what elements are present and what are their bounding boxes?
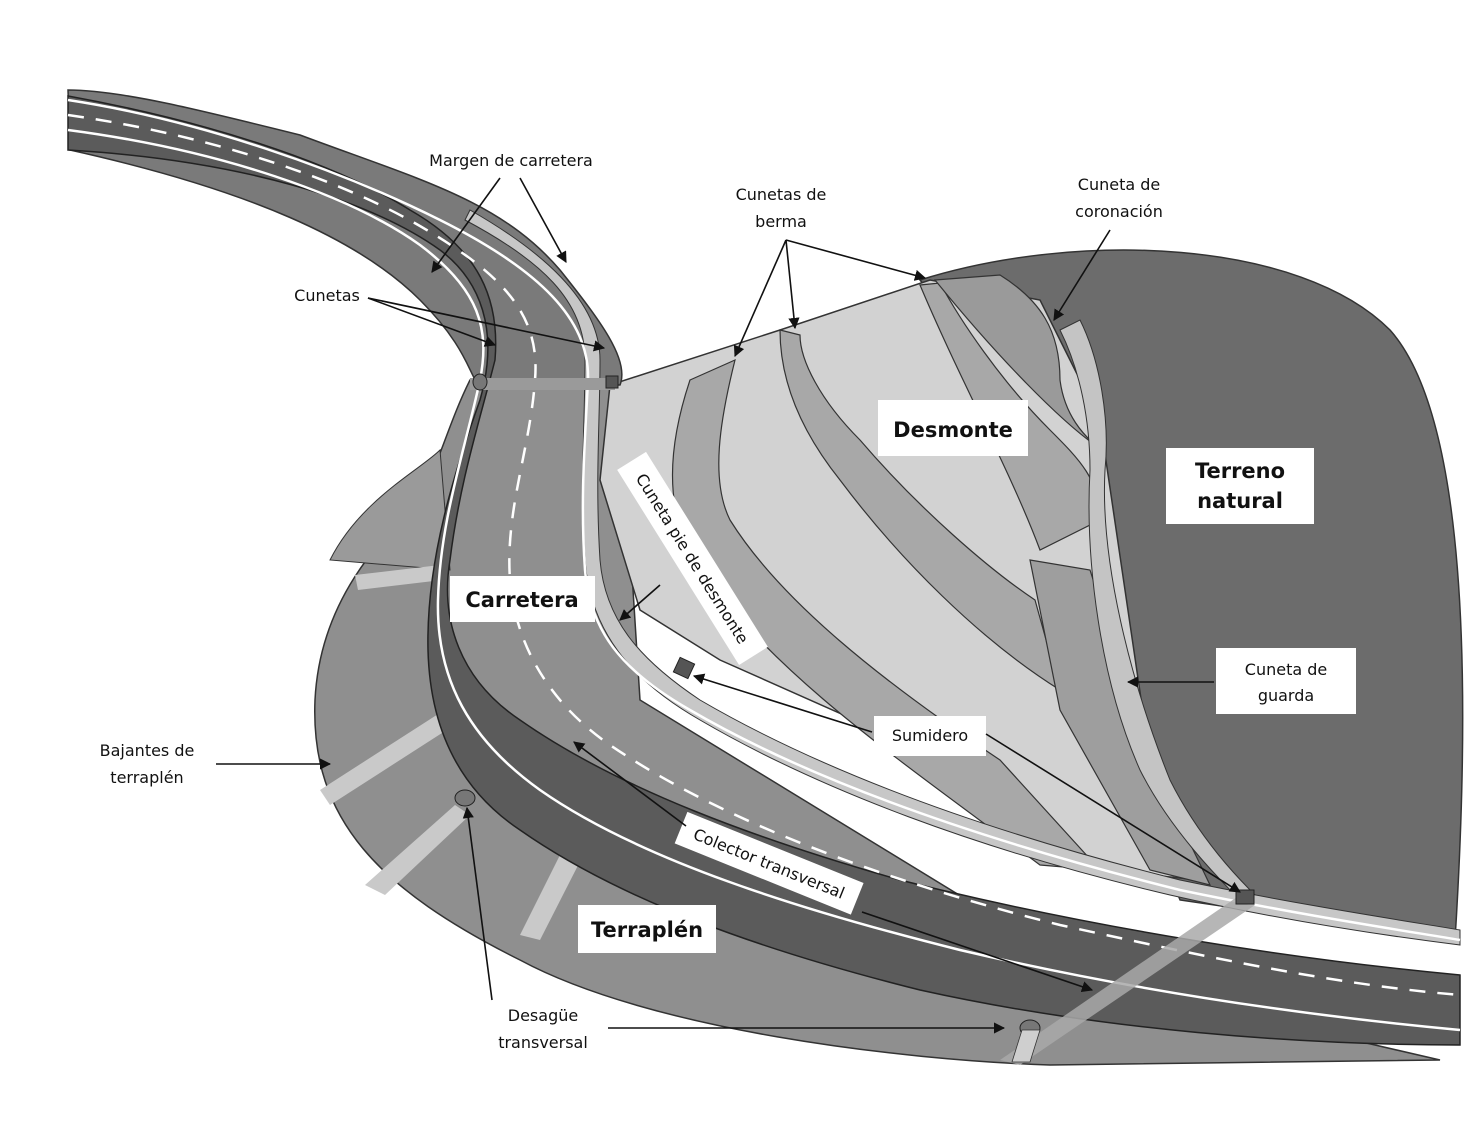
desague-pipe-3 — [1011, 1029, 1041, 1063]
cuneta-pie-arrow — [619, 584, 661, 621]
coronacion-label-1: Cuneta de — [1078, 175, 1160, 194]
road-edge-line-left — [67, 128, 1461, 1032]
colector-arrow-1 — [573, 741, 687, 827]
desague-ellipse-2 — [454, 789, 476, 807]
desague-ellipse-1 — [472, 373, 488, 391]
sumidero-box-2 — [672, 656, 696, 680]
sumidero-label: Sumidero — [892, 726, 968, 745]
cunetas-arrow-1 — [367, 297, 497, 347]
cunetas-label: Cunetas — [294, 286, 360, 305]
desague-label-1: Desagüe — [508, 1006, 578, 1025]
bajante-stripe-2 — [365, 805, 470, 895]
carretera-label: Carretera — [465, 588, 578, 612]
margen-arrow-1 — [431, 177, 501, 273]
berma-arrow-3 — [785, 239, 927, 281]
desmonte-label: Desmonte — [893, 418, 1013, 442]
carretera-label-box — [450, 576, 595, 622]
desmonte-label-box — [878, 400, 1028, 456]
terraplen-label: Terraplén — [591, 918, 703, 942]
sumidero-arrow-1 — [692, 673, 873, 733]
cuneta-guarda-label-box — [1216, 648, 1356, 714]
terreno-label-1: Terreno — [1195, 459, 1285, 483]
cunetas-berma-label-2: berma — [755, 212, 807, 231]
coronacion-arrow — [1053, 229, 1111, 321]
sumidero-arrow-2 — [985, 733, 1241, 893]
terreno-label-box — [1166, 448, 1314, 524]
margen-arrow-2 — [519, 177, 567, 263]
cunetas-arrow-2 — [367, 297, 606, 352]
colector-arrow-2 — [861, 911, 1094, 993]
colector-strip-2 — [1000, 895, 1255, 1065]
bajantes-label-1: Bajantes de — [100, 741, 195, 760]
cuneta-guarda-label-1: Cuneta de — [1245, 660, 1327, 679]
sumidero-box-1 — [605, 375, 619, 389]
desague-label-2: transversal — [498, 1033, 588, 1052]
cuneta-pie-label-box — [617, 451, 768, 665]
bajante-stripe-4 — [355, 565, 442, 590]
coronacion-label-2: coronación — [1075, 202, 1163, 221]
colector-label-box — [674, 811, 864, 915]
colector-strip-1 — [470, 378, 615, 390]
terraplen-upper-left — [329, 448, 451, 571]
bajantes-label-2: terraplén — [110, 768, 183, 787]
berma-arrow-1 — [733, 239, 787, 358]
cunetas-berma-label-1: Cunetas de — [736, 185, 827, 204]
berma-arrow-2 — [785, 239, 800, 330]
coronacion-band — [933, 274, 1096, 446]
terraplen-label-box — [578, 905, 716, 953]
margen-label: Margen de carretera — [429, 151, 593, 170]
bajante-stripe-1 — [320, 700, 470, 805]
desague-arrow-1 — [462, 806, 493, 1001]
cuneta-guarda-label-2: guarda — [1258, 686, 1314, 705]
sumidero-label-box — [874, 716, 986, 756]
sumidero-box-3 — [1235, 889, 1255, 905]
terreno-label-2: natural — [1197, 489, 1283, 513]
